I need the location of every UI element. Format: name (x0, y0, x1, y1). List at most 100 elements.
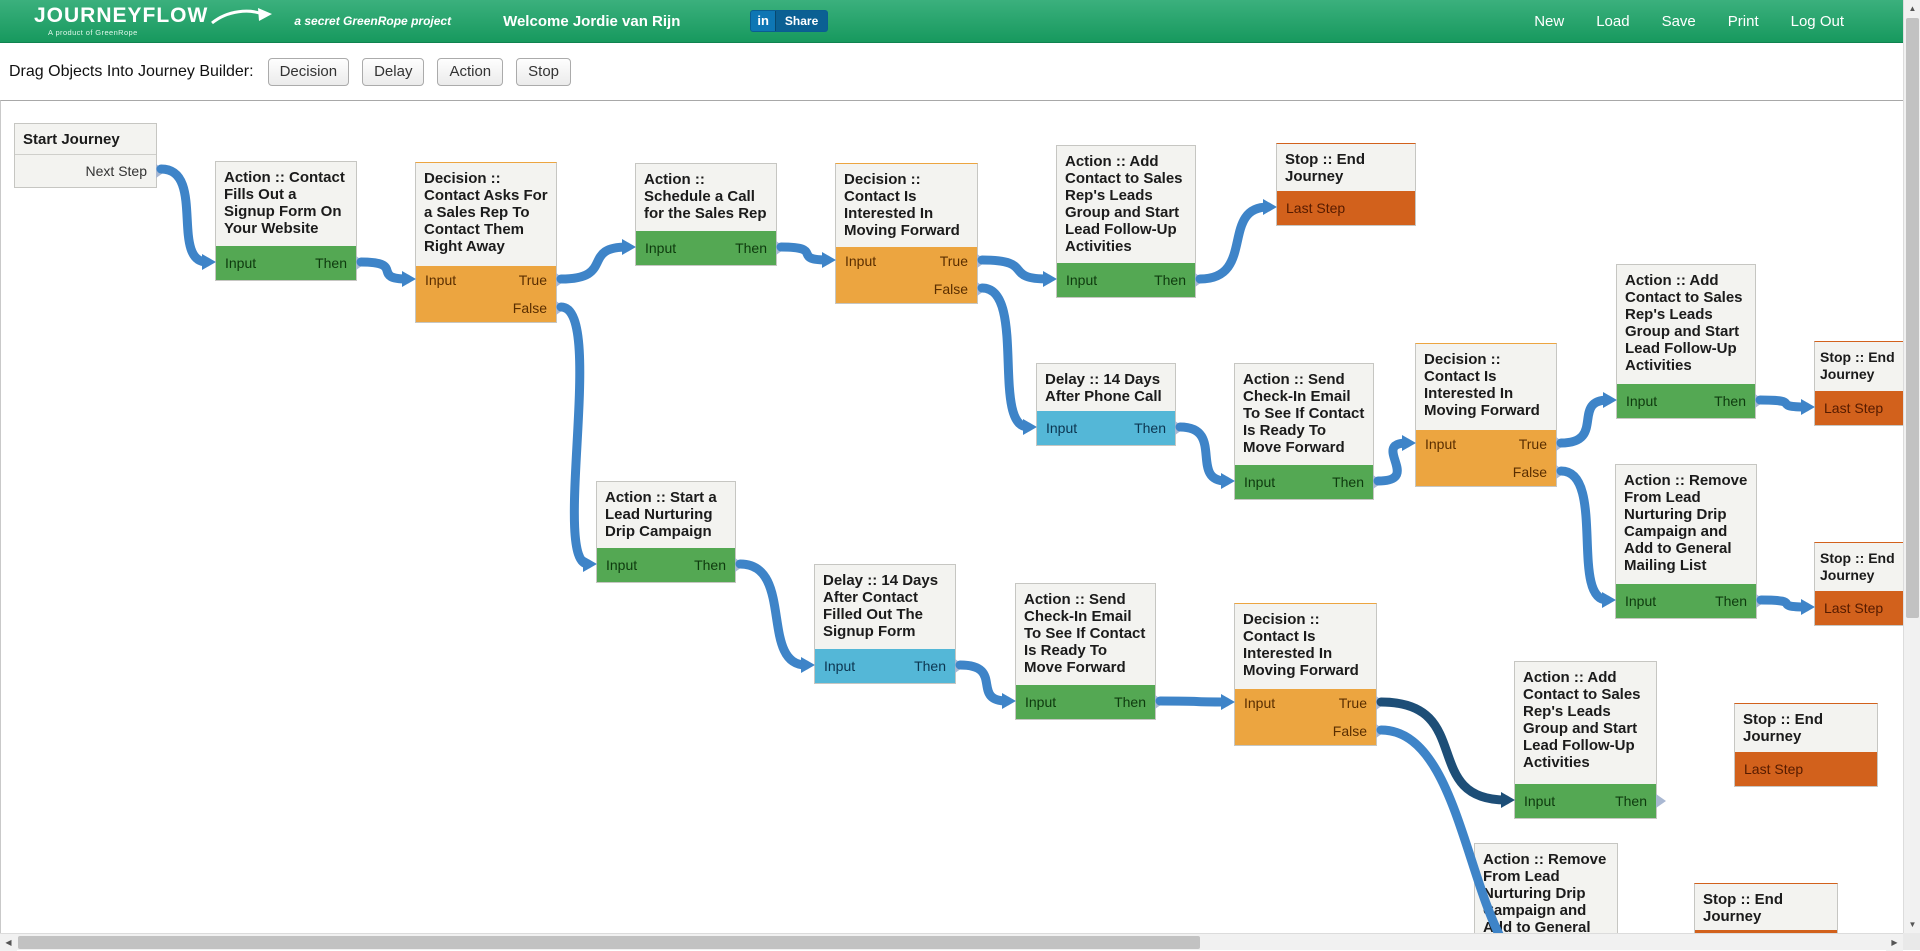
node-act3[interactable]: Action :: Add Contact to Sales Rep's Lea… (1056, 145, 1205, 298)
node-act5[interactable]: Action :: Add Contact to Sales Rep's Lea… (1616, 264, 1765, 419)
port-out-arrow[interactable] (1195, 273, 1205, 287)
menu-item-print[interactable]: Print (1727, 12, 1759, 30)
horizontal-scrollbar[interactable]: ◀ ▶ (0, 933, 1903, 951)
port-out-arrow[interactable] (156, 164, 166, 178)
app-logo[interactable]: JOURNEYFLOW A product of GreenRope (34, 5, 274, 37)
port-label-right: Then (1134, 420, 1166, 436)
port-label-right: Then (1714, 393, 1746, 409)
node-delay2[interactable]: Delay :: 14 Days After Contact Filled Ou… (814, 564, 965, 684)
port-out-arrow[interactable] (1755, 394, 1765, 408)
port-out-arrow[interactable] (1175, 421, 1185, 435)
vertical-scrollbar[interactable]: ▲ ▼ (1903, 0, 1920, 933)
node-dec2[interactable]: Decision :: Contact Is Interested In Mov… (835, 163, 987, 304)
menu-item-save[interactable]: Save (1661, 12, 1696, 30)
port-label-right: Then (1715, 593, 1747, 609)
port-out-arrow[interactable] (1756, 594, 1766, 608)
port-out-arrow[interactable] (356, 256, 366, 270)
scroll-left-arrow[interactable]: ◀ (0, 934, 17, 951)
connector-arrowhead (1023, 419, 1037, 435)
node-act2[interactable]: Action :: Schedule a Call for the Sales … (635, 163, 786, 266)
connector-arrowhead (583, 556, 597, 572)
app-header: JOURNEYFLOW A product of GreenRope a sec… (0, 0, 1920, 43)
menu-item-new[interactable]: New (1534, 12, 1565, 30)
menu-item-load[interactable]: Load (1596, 12, 1630, 30)
delay-port-bar: Input Then (1037, 411, 1185, 445)
node-act8[interactable]: Action :: Send Check-In Email To See If … (1015, 583, 1165, 720)
node-act6[interactable]: Action :: Remove From Lead Nurturing Dri… (1615, 464, 1766, 619)
port-out-arrow[interactable] (1556, 465, 1566, 479)
port-out-arrow[interactable] (1656, 794, 1666, 808)
connector (556, 242, 632, 284)
stop-port-bar: Last Step (1815, 591, 1903, 625)
linkedin-icon: in (757, 13, 769, 28)
port-label-left: Input (425, 272, 457, 288)
drag-object-delay[interactable]: Delay (362, 57, 425, 86)
drag-object-action[interactable]: Action (437, 57, 504, 86)
port-label-right: True (518, 272, 547, 288)
node-act4[interactable]: Action :: Send Check-In Email To See If … (1234, 363, 1383, 500)
port-label-left: Input (845, 253, 877, 269)
connector-arrowhead (801, 657, 815, 673)
stop-port-bar: Last Step (1277, 191, 1415, 225)
port-out-arrow[interactable] (955, 659, 965, 673)
stop-port-bar: Last Step (1815, 391, 1903, 425)
connector-arrowhead (1402, 435, 1416, 451)
port-label-left: Input (1046, 420, 1078, 436)
port-out-arrow[interactable] (1155, 695, 1165, 709)
connector-arrowhead (202, 254, 216, 270)
port-out-arrow[interactable] (1373, 475, 1383, 489)
node-dec1[interactable]: Decision :: Contact Asks For a Sales Rep… (415, 162, 566, 323)
port-out-arrow[interactable] (1376, 696, 1386, 710)
port-out-arrow[interactable] (1556, 437, 1566, 451)
port-out-arrow[interactable] (977, 282, 987, 296)
scroll-down-arrow[interactable]: ▼ (1904, 916, 1920, 933)
port-label-right: False (933, 281, 968, 297)
port-out-arrow[interactable] (735, 558, 745, 572)
node-title: Action :: Add Contact to Sales Rep's Lea… (1065, 153, 1183, 255)
node-act10[interactable]: Action :: Remove From Lead Nurturing Dri… (1474, 843, 1618, 933)
port-label-right: Then (914, 658, 946, 674)
drag-object-decision[interactable]: Decision (267, 57, 350, 86)
scrollbar-corner (1903, 933, 1920, 950)
node-title: Delay :: 14 Days After Phone Call (1045, 371, 1162, 405)
port-out-arrow[interactable] (556, 301, 566, 315)
node-dec3[interactable]: Decision :: Contact Is Interested In Mov… (1415, 343, 1566, 487)
port-out-arrow[interactable] (1376, 724, 1386, 738)
header-tagline: a secret GreenRope project (294, 14, 452, 28)
scroll-up-arrow[interactable]: ▲ (1904, 0, 1920, 17)
port-out-arrow[interactable] (556, 273, 566, 287)
port-label-right: Then (694, 557, 726, 573)
linkedin-share-button[interactable]: in Share (750, 10, 829, 32)
node-title: Decision :: Contact Is Interested In Mov… (1424, 351, 1540, 419)
menu-item-logout[interactable]: Log Out (1790, 12, 1844, 30)
connector-arrowhead (1043, 271, 1057, 287)
port-out-arrow[interactable] (776, 241, 786, 255)
node-title: Action :: Contact Fills Out a Signup For… (224, 169, 345, 237)
connector (156, 164, 212, 267)
drag-object-stop[interactable]: Stop (516, 57, 572, 86)
vertical-scrollbar-thumb[interactable] (1906, 18, 1919, 618)
port-out-arrow[interactable] (977, 254, 987, 268)
node-act9[interactable]: Action :: Add Contact to Sales Rep's Lea… (1514, 661, 1666, 819)
connector-arrowhead (622, 239, 636, 255)
node-title: Action :: Remove From Lead Nurturing Dri… (1483, 851, 1607, 933)
node-dec4[interactable]: Decision :: Contact Is Interested In Mov… (1234, 603, 1386, 746)
node-act7[interactable]: Action :: Start a Lead Nurturing Drip Ca… (596, 481, 745, 583)
connector-arrowhead (822, 252, 836, 268)
node-title: Stop :: End Journey (1820, 550, 1895, 583)
horizontal-scrollbar-thumb[interactable] (18, 936, 1200, 949)
scroll-right-arrow[interactable]: ▶ (1886, 934, 1903, 951)
node-act1[interactable]: Action :: Contact Fills Out a Signup For… (215, 161, 366, 281)
